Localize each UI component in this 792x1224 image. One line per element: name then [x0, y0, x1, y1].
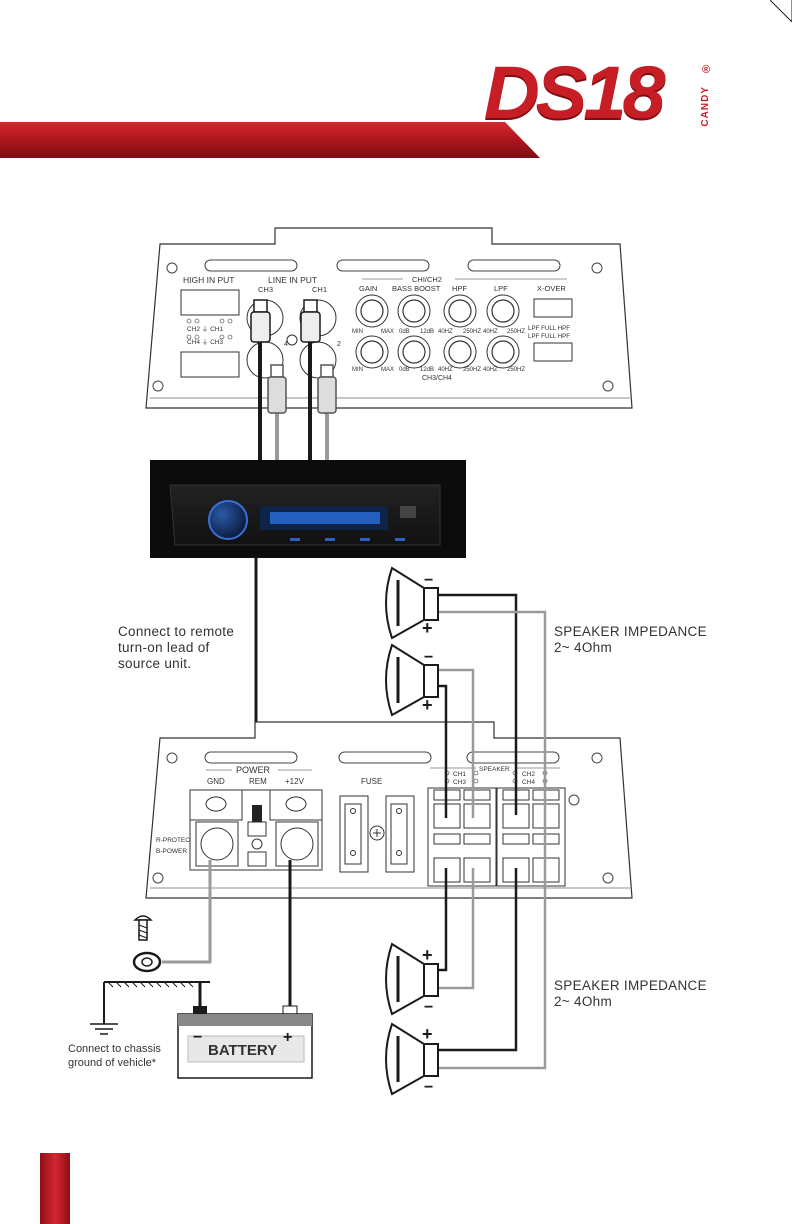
speaker-top-2: − +: [385, 643, 439, 717]
fuse-label: FUSE: [361, 777, 382, 786]
ring-terminal-icon: [132, 951, 162, 973]
svg-text:40HZ: 40HZ: [483, 367, 498, 373]
battery: BATTERY − +: [177, 1005, 313, 1079]
svg-text:MAX: MAX: [381, 367, 394, 373]
xover-modes-2: LPF FULL HPF: [528, 333, 570, 340]
rca-cables: [250, 299, 337, 462]
battery-label: BATTERY: [208, 1042, 277, 1059]
chassis-ground: [90, 981, 210, 1035]
svg-text:250HZ: 250HZ: [507, 329, 525, 335]
speaker-label: SPEAKER: [479, 766, 510, 773]
ch2-ch1-label: CH2 ⏚ CH1: [187, 325, 224, 333]
xover-modes-1: LPF FULL HPF: [528, 325, 570, 332]
rca-label-4: 4: [284, 341, 288, 348]
rem-label: REM: [249, 777, 267, 786]
svg-text:+: +: [422, 695, 433, 715]
ch3-label: CH3: [258, 285, 273, 294]
hpf-label: HPF: [452, 284, 467, 293]
ch34-footer: CH3/CH4: [422, 375, 452, 382]
page-corner-fold: [770, 0, 792, 22]
svg-text:MIN: MIN: [352, 367, 363, 373]
svg-text:+: +: [422, 618, 433, 638]
line-input-label: LINE IN PUT: [268, 275, 317, 285]
ch1-label: CH1: [312, 285, 327, 294]
spk-ch4-label: CH4: [522, 779, 535, 786]
amp-input-panel: HIGH IN PUT LINE IN PUT CH3 CH1 CH2 ⏚ CH…: [145, 227, 633, 409]
rca-label-2: 2: [337, 341, 341, 348]
gain-label: GAIN: [359, 284, 377, 293]
remote-note: Connect to remote turn-on lead of source…: [118, 624, 235, 671]
speaker-bottom-1: + −: [385, 942, 439, 1016]
gnd-label: GND: [207, 777, 225, 786]
svg-text:−: −: [424, 999, 433, 1016]
xover-label: X-OVER: [537, 284, 566, 293]
r-protect-label: R-PROTECT: [156, 837, 194, 844]
impedance-note-bottom: SPEAKER IMPEDANCE 2~ 4Ohm: [554, 978, 707, 1009]
svg-text:250HZ: 250HZ: [507, 367, 525, 373]
ground-screw-icon: [133, 915, 153, 941]
svg-text:−: −: [424, 572, 433, 589]
svg-text:40HZ: 40HZ: [483, 329, 498, 335]
power-label: POWER: [236, 765, 271, 775]
impedance-note-top: SPEAKER IMPEDANCE 2~ 4Ohm: [554, 624, 707, 655]
svg-text:12dB: 12dB: [420, 367, 434, 373]
svg-text:250HZ: 250HZ: [463, 329, 481, 335]
svg-text:+: +: [422, 945, 433, 965]
svg-text:0dB: 0dB: [399, 329, 410, 335]
high-input-label: HIGH IN PUT: [183, 275, 234, 285]
amp-power-panel: POWER GND REM +12V FUSE R-PROTECT B-POWE…: [145, 721, 633, 899]
svg-text:MAX: MAX: [381, 329, 394, 335]
svg-text:−: −: [424, 649, 433, 666]
chassis-note: Connect to chassis ground of vehicle*: [68, 1043, 161, 1069]
ch4-ch3-label: CH4 ⏚ CH3: [187, 338, 224, 346]
b-power-label: B-POWER: [156, 848, 187, 855]
svg-text:40HZ: 40HZ: [438, 329, 453, 335]
svg-text:+: +: [422, 1024, 433, 1044]
ch12-header: CHI/CH2: [412, 275, 442, 284]
svg-text:MIN: MIN: [352, 329, 363, 335]
svg-text:0dB: 0dB: [399, 367, 410, 373]
speaker-bottom-2: + −: [385, 1022, 439, 1096]
svg-text:−: −: [424, 1079, 433, 1096]
svg-text:12dB: 12dB: [420, 329, 434, 335]
speaker-wires: [438, 593, 547, 1070]
lpf-label: LPF: [494, 284, 508, 293]
header-banner: [0, 122, 540, 158]
high-input-port-2: [180, 351, 240, 378]
ground-wire: [162, 860, 212, 964]
bass-boost-label: BASS BOOST: [392, 284, 441, 293]
spk-ch3-label: CH3: [453, 779, 466, 786]
svg-text:250HZ: 250HZ: [463, 367, 481, 373]
v12-label: +12V: [285, 777, 305, 786]
svg-text:40HZ: 40HZ: [438, 367, 453, 373]
high-input-port-1: [180, 289, 240, 316]
battery-plus: +: [283, 1029, 292, 1046]
page-marker-bar: [40, 1153, 70, 1224]
spk-ch2-label: CH2: [522, 771, 535, 778]
battery-minus: −: [193, 1029, 202, 1046]
xover-switch-ch12: [533, 298, 573, 318]
spk-ch1-label: CH1: [453, 771, 466, 778]
head-unit: [150, 460, 466, 558]
ds18-logo: DS18 ® CANDY: [483, 51, 711, 134]
xover-switch-ch34: [533, 342, 573, 362]
speaker-top-1: − +: [385, 566, 439, 640]
